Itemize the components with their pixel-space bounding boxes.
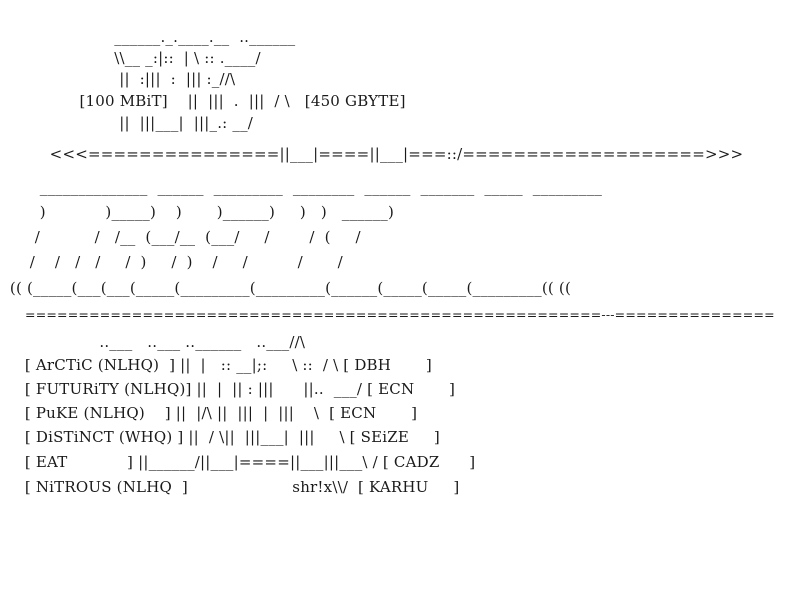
art-line-6: <<<===============||___|====||___|===::/…: [0, 145, 744, 163]
art-line-19: [ NiTROUS (NLHQ ] shr!x\\/ [ KARHU ]: [0, 478, 460, 496]
art-line-10: / / / / / ) / ) / / / /: [0, 253, 343, 271]
art-line-16: [ PuKE (NLHQ) ] || |/\ || ||| | ||| \ [ …: [0, 404, 418, 422]
art-line-5: || |||___| |||_.: __/: [0, 114, 254, 132]
art-line-15: [ FUTURiTY (NLHQ)] || | || : ||| ||.. __…: [0, 380, 456, 398]
art-line-17: [ DiSTiNCT (WHQ) ] || / \|| |||___| ||| …: [0, 428, 440, 446]
art-line-4: [100 MBiT] || ||| . ||| / \ [450 GBYTE]: [0, 92, 406, 110]
art-line-18: [ EAT ] ||______/||___|====||___|||___\ …: [0, 453, 476, 471]
art-line-11: (( (_____(___(___(_____(_________(______…: [0, 279, 572, 297]
art-line-8: ) )_____) ) )______) ) ) ______): [0, 203, 395, 221]
art-line-14: [ ArCTiC (NLHQ) ] || | :: __|;: \ :: / \…: [0, 356, 432, 374]
art-line-9: / / /__ (___/__ (___/ / / ( /: [0, 228, 361, 246]
art-line-12: ========================================…: [0, 307, 775, 322]
art-line-7: ______________ ______ _________ ________…: [0, 178, 603, 196]
art-line-13: ..___ ..___ ..______ ..___//\: [0, 333, 306, 351]
art-line-3: || :||| : ||| :_//\: [0, 70, 236, 88]
art-line-2: \\__ _:|:: | \ :: .____/: [0, 49, 261, 67]
art-line-1: ______._.____.__ ..______: [0, 28, 296, 46]
